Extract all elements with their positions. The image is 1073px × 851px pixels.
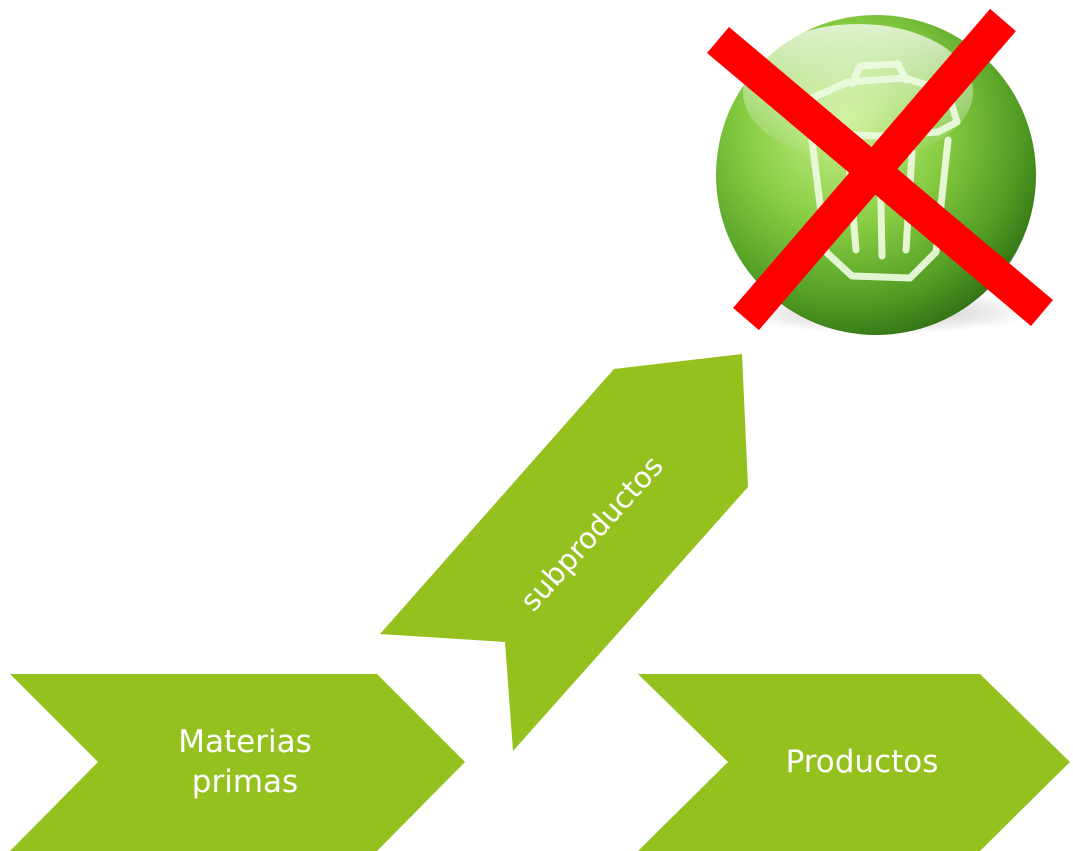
byproduct-arrow: subproductos	[380, 354, 748, 751]
waste-badge	[707, 8, 1053, 335]
output-chevron-shape	[638, 674, 1070, 851]
red-cross-icon	[707, 8, 1053, 331]
output-chevron: Productos	[638, 674, 1070, 851]
input-chevron-shape	[10, 674, 465, 851]
input-chevron-label-line2: primas	[192, 764, 298, 800]
input-chevron-label-line1: Materias	[178, 724, 311, 760]
input-chevron: Materias primas	[10, 674, 465, 851]
output-chevron-label: Productos	[786, 744, 939, 780]
byproduct-arrow-shape	[380, 354, 748, 751]
